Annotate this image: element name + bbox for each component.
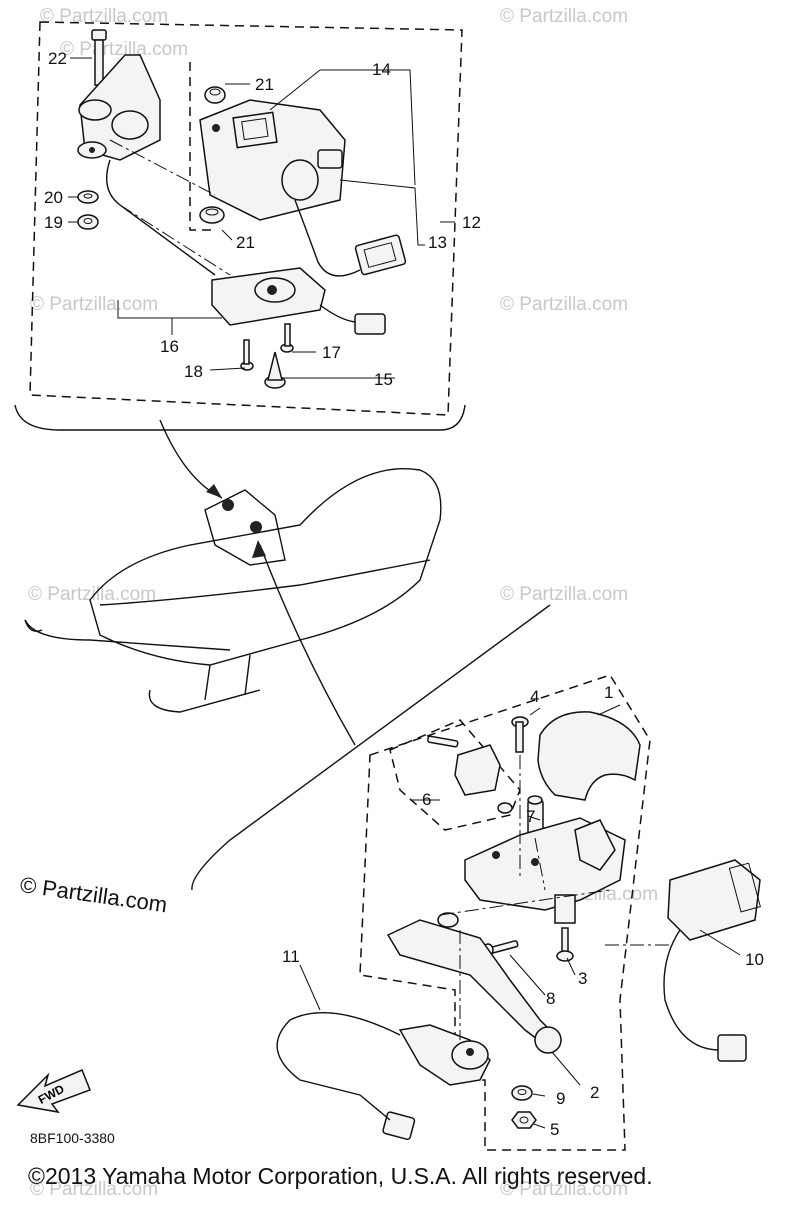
callout-1: 1: [604, 683, 613, 702]
nut-5: [511, 1111, 537, 1129]
switch-housing: [199, 99, 346, 221]
watermark: © Partzilla.com: [500, 294, 628, 315]
watermark: © Partzilla.com: [500, 1179, 628, 1200]
top-dashed-frame: [29, 21, 463, 416]
base-wire: [319, 304, 356, 323]
housing-wire: [294, 199, 361, 277]
relay-wire: [663, 929, 721, 1051]
watermark: © Partzilla.com: [500, 6, 628, 27]
axis-line: [109, 139, 216, 196]
document-code: 8BF100-3380: [30, 1130, 115, 1146]
block-6: [454, 744, 501, 796]
spring-6: [497, 802, 513, 814]
callout-6: 6: [422, 790, 431, 809]
relay-10: [667, 859, 761, 941]
screw-6: [427, 735, 459, 748]
callout-16: 16: [160, 337, 179, 356]
screw-17: [280, 323, 294, 353]
bottom-frame-bracket: [191, 604, 551, 891]
switch-connector: [382, 1111, 416, 1141]
switch-wire: [359, 1094, 391, 1121]
grommet-dash: [189, 62, 215, 231]
callout-17: 17: [322, 343, 341, 362]
callout-18: 18: [184, 362, 203, 381]
watermark: © Partzilla.com: [40, 6, 168, 27]
callout-7: 7: [526, 807, 535, 826]
callout-4: 4: [530, 687, 539, 706]
fwd-arrow: FWD: [16, 1069, 91, 1114]
brake-switch: [398, 1024, 491, 1086]
callout-8: 8: [546, 989, 555, 1008]
screw-18: [240, 339, 254, 371]
grommet-21-bottom: [199, 206, 225, 224]
sub-frame-6: [389, 719, 521, 831]
lever-holder: [464, 817, 626, 924]
callout-19: 19: [44, 213, 63, 232]
callout-22: 22: [48, 49, 67, 68]
axis-lines-bottom: [439, 755, 670, 1040]
lever-cover: [537, 711, 641, 801]
watermark: © Partzilla.com: [30, 294, 158, 315]
callout-9: 9: [556, 1089, 565, 1108]
callout-21: 21: [236, 233, 255, 252]
callout-21: 21: [255, 75, 274, 94]
leaders-top: [68, 57, 455, 379]
connector-13: [354, 234, 407, 276]
mount-bracket: [77, 54, 161, 161]
screw-15: [264, 351, 286, 389]
arrowhead: [252, 540, 266, 558]
watermark: © Partzilla.com: [500, 584, 628, 605]
leaders-bottom: [299, 704, 741, 1129]
callout-14: 14: [372, 60, 391, 79]
connector-small: [354, 313, 386, 335]
callout-12: 12: [462, 213, 481, 232]
nut-19: [77, 214, 99, 230]
washer-20: [77, 190, 99, 204]
switch-base: [211, 267, 326, 326]
snowmobile-sketch: [24, 468, 442, 713]
arrowhead: [206, 484, 222, 498]
top-frame-bracket: [14, 404, 466, 431]
copyright-notice: ©2013 Yamaha Motor Corporation, U.S.A. A…: [28, 1163, 653, 1189]
watermark: © Partzilla.com: [30, 1179, 158, 1200]
bottom-dashed-frame: [359, 674, 651, 1151]
watermark: © Partzilla.com: [28, 584, 156, 605]
callout-10: 10: [745, 950, 764, 969]
callout-13: 13: [428, 233, 447, 252]
screw-3: [556, 927, 574, 962]
pointer-arrow-bottom: [259, 544, 356, 746]
callout-3: 3: [578, 969, 587, 988]
watermark: © Partzilla.com: [60, 39, 188, 60]
callout-20: 20: [44, 188, 63, 207]
callout-5: 5: [550, 1120, 559, 1139]
callout-2: 2: [590, 1083, 599, 1102]
ground-wire: [106, 159, 216, 276]
callout-15: 15: [374, 370, 393, 389]
bolt-4: [511, 716, 529, 753]
switch-wire: [276, 1012, 401, 1096]
relay-connector: [717, 1034, 747, 1062]
washer-9: [511, 1085, 533, 1101]
grommet-21-top: [204, 86, 226, 104]
callout-11: 11: [282, 947, 300, 966]
axis-line: [119, 204, 231, 276]
